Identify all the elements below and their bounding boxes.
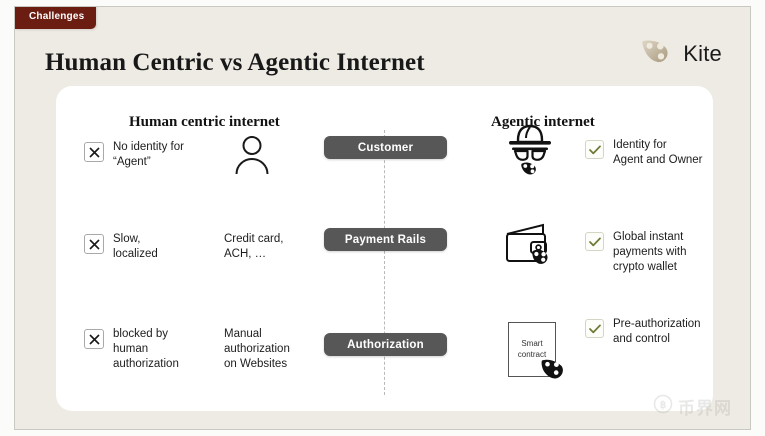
pill-customer[interactable]: Customer: [324, 136, 447, 159]
right-benefit-text: Pre-authorization and control: [613, 317, 738, 347]
right-benefit-text: Global instant payments with crypto wall…: [613, 230, 728, 275]
right-benefit-text: Identity for Agent and Owner: [613, 138, 728, 168]
left-issue-line2: “Agent”: [113, 156, 151, 168]
smart-contract-label-line1: Smart: [521, 339, 543, 348]
left-detail-text: Manual authorization on Websites: [224, 327, 329, 372]
right-benefit-line3: crypto wallet: [613, 261, 677, 273]
check-mark-icon: [585, 319, 604, 338]
wallet-icon: [498, 214, 562, 278]
left-detail-line2: authorization: [224, 343, 290, 355]
left-issue-text: blocked by human authorization: [113, 327, 218, 372]
svg-text:฿: ฿: [660, 400, 666, 411]
smart-contract-label-line2: contract: [517, 350, 547, 359]
pill-payment-rails[interactable]: Payment Rails: [324, 228, 447, 251]
coin-icon: ฿: [653, 394, 673, 419]
smart-contract-icon: Smart contract: [500, 317, 564, 381]
person-icon: [231, 134, 273, 181]
left-issue-text: No identity for “Agent”: [113, 140, 218, 170]
smart-contract-box: Smart contract: [508, 321, 563, 378]
left-issue-line2: human: [113, 343, 149, 355]
comparison-card: Human centric internet Agentic internet …: [56, 86, 713, 411]
brand-lockup: Kite: [640, 38, 722, 69]
brand-name: Kite: [683, 40, 722, 66]
table-row: blocked by human authorization Manual au…: [56, 318, 713, 419]
right-benefit-line1: Pre-authorization: [613, 318, 701, 330]
left-issue-text: Slow, localized: [113, 232, 218, 262]
pill-authorization[interactable]: Authorization: [324, 333, 447, 356]
x-mark-icon: [84, 234, 104, 254]
slide-canvas: Challenges Human Centric vs Agentic Inte…: [14, 6, 751, 430]
left-issue-line1: Slow,: [113, 233, 141, 245]
column-header-human: Human centric internet: [129, 114, 280, 130]
x-mark-icon: [84, 142, 104, 162]
vertical-dashed-divider: [384, 130, 385, 395]
page-title: Human Centric vs Agentic Internet: [45, 49, 425, 76]
left-issue-line1: blocked by: [113, 328, 168, 340]
kite-logo-icon: [540, 357, 566, 387]
right-benefit-line1: Global instant: [613, 231, 684, 243]
left-detail-line2: ACH, …: [224, 248, 267, 260]
table-row: Slow, localized Credit card, ACH, … Paym…: [56, 223, 713, 324]
left-issue-line3: authorization: [113, 358, 179, 370]
right-benefit-line1: Identity for: [613, 139, 667, 151]
smart-contract-label: Smart contract: [518, 338, 546, 360]
left-detail-line1: Credit card,: [224, 233, 284, 245]
left-detail-line1: Manual: [224, 328, 262, 340]
left-detail-text: Credit card, ACH, …: [224, 232, 329, 262]
check-mark-icon: [585, 140, 604, 159]
left-issue-line1: No identity for: [113, 141, 184, 153]
check-mark-icon: [585, 232, 604, 251]
left-issue-line2: localized: [113, 248, 158, 260]
column-header-agentic: Agentic internet: [491, 114, 595, 130]
kite-logo-icon: [640, 38, 674, 69]
right-benefit-line2: payments with: [613, 246, 687, 258]
right-benefit-line2: Agent and Owner: [613, 154, 703, 166]
right-benefit-line2: and control: [613, 333, 670, 345]
watermark-text: 币界网: [678, 399, 732, 418]
challenges-badge: Challenges: [15, 7, 97, 29]
agent-hat-glasses-icon: [498, 116, 562, 180]
x-mark-icon: [84, 329, 104, 349]
left-detail-line3: on Websites: [224, 358, 288, 370]
watermark: ฿ 币界网: [653, 394, 732, 419]
table-row: No identity for “Agent” Customer: [56, 124, 713, 232]
